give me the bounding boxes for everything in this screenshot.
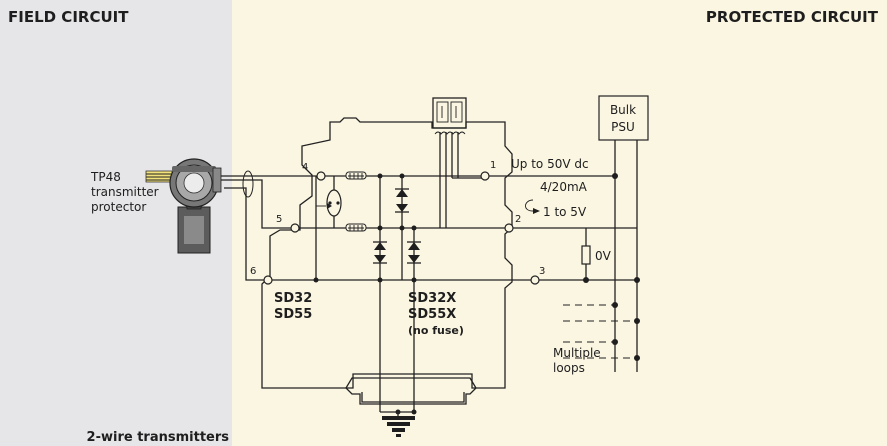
- current-label: 4/20mA: [540, 180, 588, 194]
- terminal-label-4: 4: [302, 162, 308, 173]
- supply-label: Up to 50V dc: [511, 157, 589, 171]
- transmitter-device-icon: [145, 158, 254, 254]
- caption: 2-wire transmitters: [87, 430, 230, 445]
- voltage-label: 1 to 5V: [543, 205, 587, 219]
- model-left-line1: SD32: [274, 291, 312, 306]
- zero-volt-label: 0V: [595, 249, 612, 263]
- psu-label-line2: PSU: [611, 120, 635, 134]
- terminal-5: [290, 223, 300, 233]
- psu-label-line1: Bulk: [610, 103, 636, 117]
- terminal-1: [480, 171, 490, 181]
- module-outline: [261, 117, 513, 389]
- model-left-line2: SD55: [274, 307, 312, 322]
- zener-diode-right: [407, 241, 421, 264]
- terminal-6: [263, 275, 273, 285]
- transmitter-label-line3: protector: [91, 200, 146, 214]
- field-circuit-header: FIELD CIRCUIT: [8, 8, 129, 26]
- terminal-label-1: 1: [490, 160, 496, 171]
- transmitter-label-line2: transmitter: [91, 185, 159, 199]
- zener-diode-upper: [395, 188, 409, 213]
- inductor-mid: [345, 223, 367, 232]
- fuse-left: [436, 101, 449, 123]
- fuse-holder: [432, 97, 467, 129]
- terminal-label-5: 5: [276, 214, 282, 225]
- multiple-loops-line2: loops: [553, 361, 585, 375]
- model-right-note: (no fuse): [408, 324, 464, 337]
- terminal-3: [530, 275, 540, 285]
- terminal-4: [316, 171, 326, 181]
- transmitter-label-line1: TP48: [90, 170, 121, 184]
- din-rail: [345, 377, 477, 405]
- earth-ground-icon: [382, 416, 415, 437]
- loop-arrow: [525, 199, 534, 212]
- terminal-label-3: 3: [539, 266, 545, 277]
- sense-resistor: [581, 245, 591, 265]
- zener-diode-left: [373, 241, 387, 264]
- fuse-right: [450, 101, 463, 123]
- multiple-loops-line1: Multiple: [553, 346, 601, 360]
- protected-circuit-header: PROTECTED CIRCUIT: [706, 8, 879, 26]
- inductor-top: [345, 171, 367, 180]
- bulk-psu-box: [598, 95, 649, 141]
- terminal-label-2: 2: [515, 214, 521, 225]
- terminal-label-6: 6: [250, 266, 256, 277]
- terminal-2: [504, 223, 514, 233]
- model-right-line1: SD32X: [408, 291, 456, 306]
- model-right-line2: SD55X: [408, 307, 456, 322]
